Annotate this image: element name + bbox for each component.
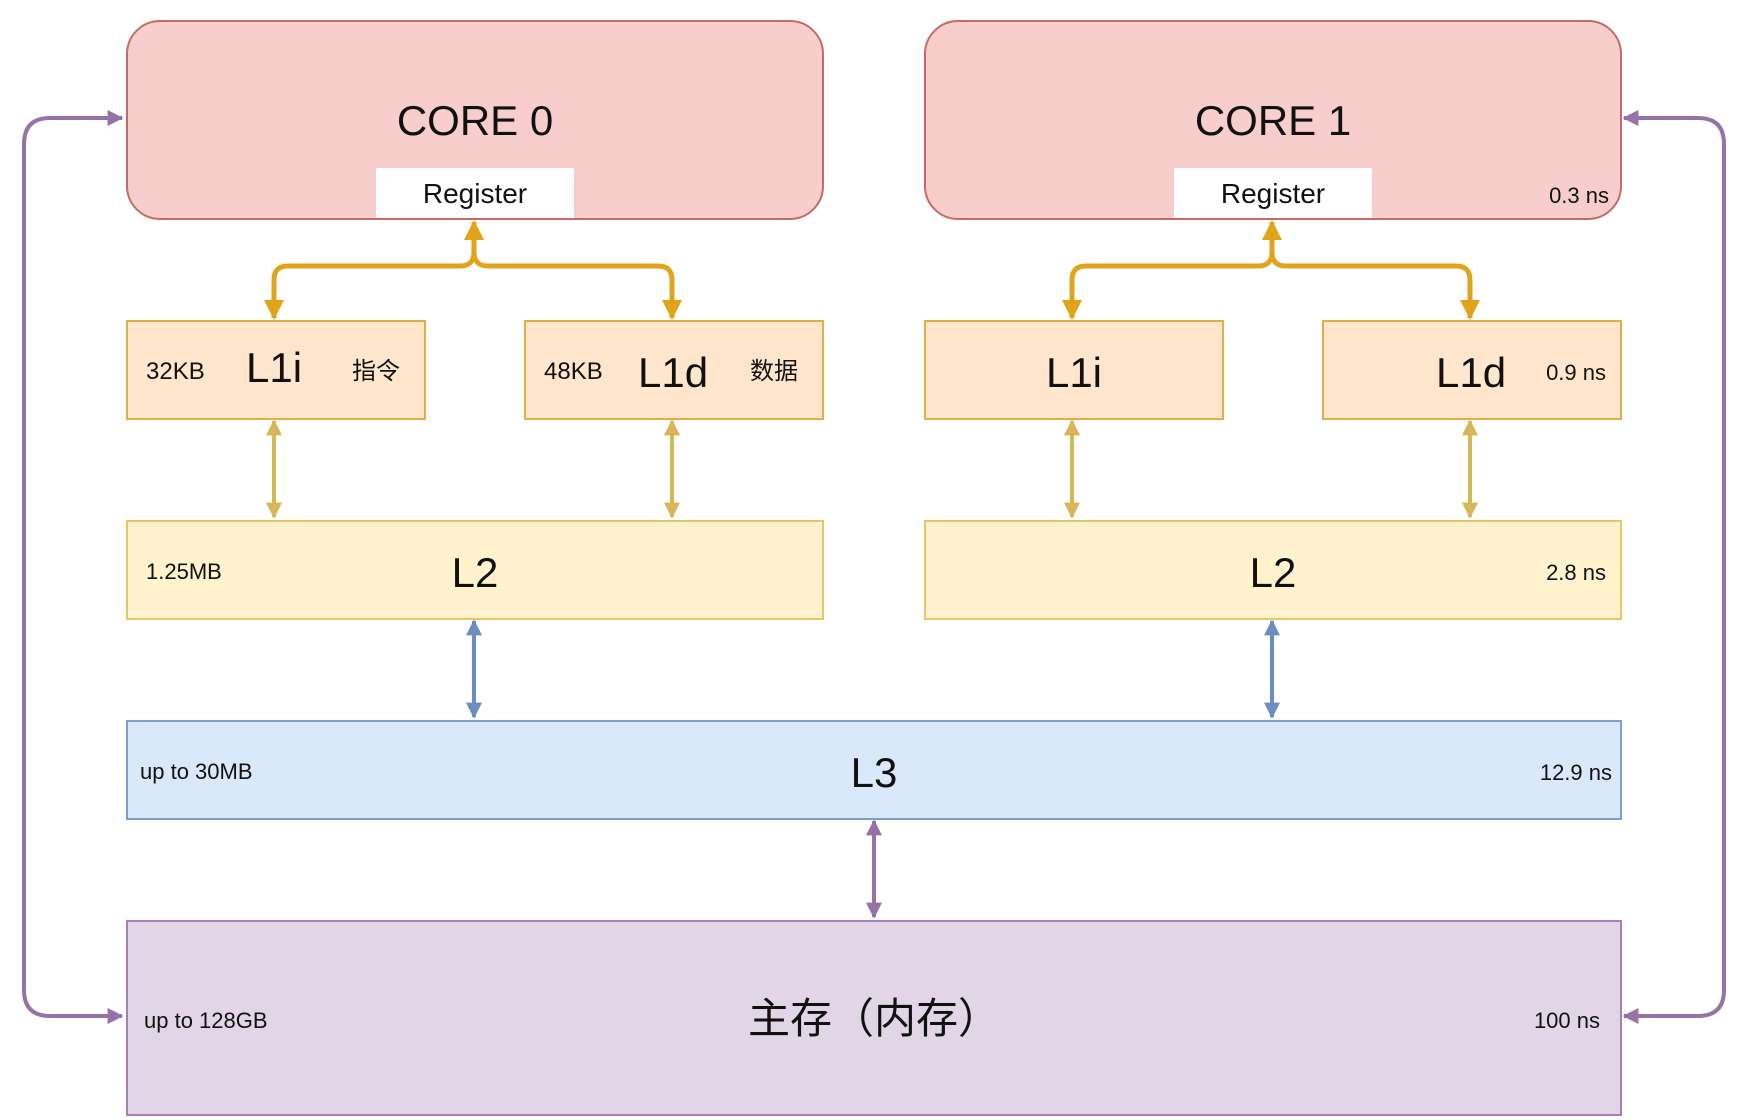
core-0-l1i-block bbox=[126, 320, 426, 420]
arrow-memory-core1 bbox=[1622, 110, 1726, 1024]
core-0-l1i-label: L1i bbox=[246, 344, 303, 391]
arrow-reg1-l1d bbox=[1269, 251, 1480, 320]
memory-block bbox=[126, 920, 1622, 1116]
core-1-l1d-block bbox=[1322, 320, 1622, 420]
l3-size: up to 30MB bbox=[140, 759, 253, 784]
core-0-register-label: Register bbox=[422, 178, 528, 209]
core-1-l1i-label: L1i bbox=[1045, 349, 1103, 396]
l3-latency: 12.9 ns bbox=[1539, 760, 1612, 785]
core-1-register-label: Register bbox=[1220, 178, 1326, 209]
core-0-l1d-label: L1d bbox=[638, 349, 709, 396]
core-0-l2-block bbox=[126, 520, 824, 620]
core-0-l1i-size: 32KB bbox=[146, 358, 205, 385]
l3-block bbox=[126, 720, 1622, 820]
arrow-reg0-l1d bbox=[471, 251, 682, 320]
core-0-l2-size: 1.25MB bbox=[146, 559, 222, 584]
core-0-register-box bbox=[376, 168, 574, 218]
core-1-title: CORE 1 bbox=[1194, 97, 1352, 144]
arrow-memory-core0 bbox=[22, 110, 124, 1024]
core-1-l1d-label: L1d bbox=[1436, 349, 1507, 396]
core-1-l2-block bbox=[924, 520, 1622, 620]
core-0-l1d-size: 48KB bbox=[544, 358, 603, 385]
core-0-l2-label: L2 bbox=[451, 549, 499, 596]
memory-latency: 100 ns bbox=[1533, 1008, 1600, 1033]
core-1-l2-latency: 2.8 ns bbox=[1546, 560, 1606, 585]
core-1-block bbox=[924, 20, 1622, 220]
l3-label: L3 bbox=[850, 749, 898, 796]
memory-size: up to 128GB bbox=[144, 1008, 268, 1033]
arrow-reg0-l1i bbox=[264, 220, 484, 320]
core-1-latency: 0.3 ns bbox=[1549, 183, 1609, 208]
core-0-l1i-note: 指令 bbox=[352, 357, 400, 385]
core-1-l2-label: L2 bbox=[1249, 549, 1297, 596]
memory-label: 主存（内存） bbox=[747, 994, 1000, 1043]
core-0-title: CORE 0 bbox=[396, 97, 554, 144]
core-0-l1d-block bbox=[524, 320, 824, 420]
arrow-reg1-l1i bbox=[1062, 220, 1282, 320]
core-1-l1d-latency: 0.9 ns bbox=[1546, 360, 1606, 385]
core-1-register-box bbox=[1174, 168, 1372, 218]
core-1-l1i-block bbox=[924, 320, 1224, 420]
core-0-l1d-note: 数据 bbox=[750, 357, 798, 385]
